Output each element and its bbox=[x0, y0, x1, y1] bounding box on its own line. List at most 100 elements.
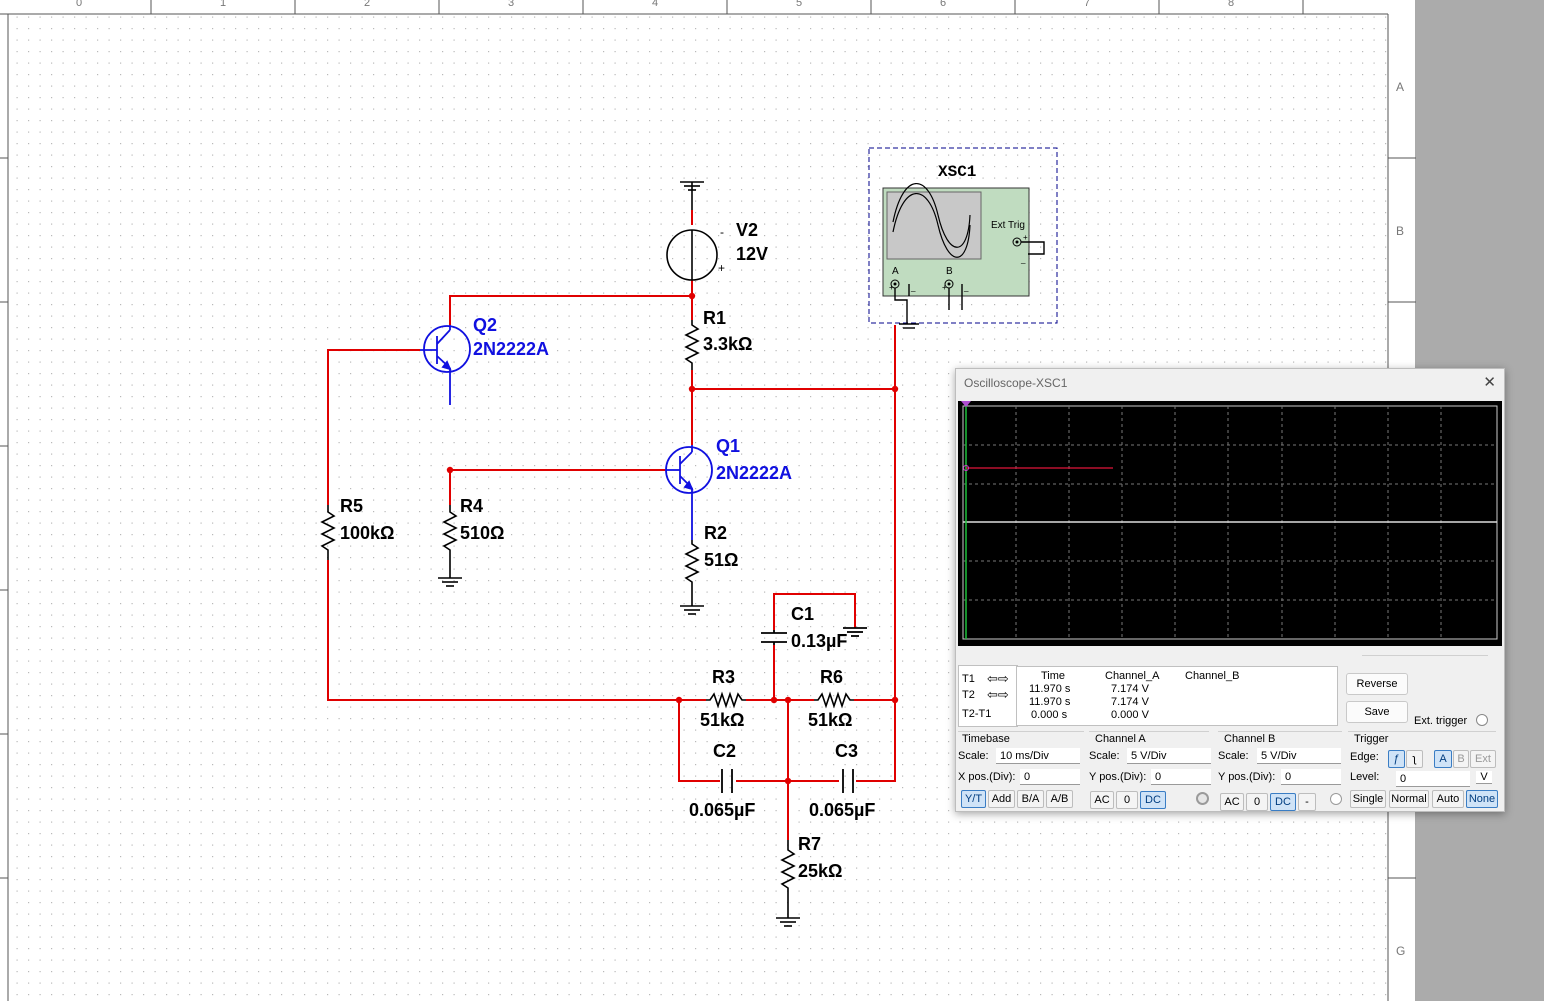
c2-capacitor[interactable] bbox=[721, 769, 733, 793]
channel-a-scale-field[interactable]: 5 V/Div bbox=[1127, 748, 1211, 764]
oscilloscope-screen[interactable] bbox=[958, 401, 1502, 646]
falling-edge-icon[interactable]: ʅ bbox=[1406, 750, 1423, 768]
channel-a-dc-button[interactable]: DC bbox=[1140, 791, 1166, 809]
xsc1-channel-b-label: B bbox=[946, 266, 953, 277]
readout-header-time: Time bbox=[1041, 670, 1066, 682]
readout-diff-channel-a: 0.000 V bbox=[1111, 709, 1149, 721]
t1-arrows-icon[interactable]: ⇦⇨ bbox=[987, 671, 1009, 686]
r3-value: 51kΩ bbox=[700, 710, 744, 730]
c2-ref: C2 bbox=[713, 741, 736, 761]
trigger-source-a-button[interactable]: A bbox=[1434, 750, 1452, 768]
svg-text:+: + bbox=[1023, 233, 1028, 242]
r6-resistor[interactable] bbox=[814, 691, 854, 709]
oscilloscope-titlebar[interactable]: Oscilloscope-XSC1 ✕ bbox=[956, 369, 1504, 395]
channel-a-marker bbox=[963, 465, 969, 471]
q2-transistor[interactable] bbox=[420, 325, 471, 405]
c3-capacitor[interactable] bbox=[842, 769, 854, 793]
ruler-row-g: G bbox=[1396, 944, 1405, 958]
r6-value: 51kΩ bbox=[808, 710, 852, 730]
readout-header-channel-a: Channel_A bbox=[1105, 670, 1160, 682]
timebase-scale-field[interactable]: 10 ms/Div bbox=[996, 748, 1080, 764]
trigger-none-button[interactable]: None bbox=[1466, 790, 1498, 808]
trigger-level-field[interactable]: 0 bbox=[1396, 771, 1470, 787]
channel-b-title: Channel B bbox=[1224, 733, 1276, 745]
channel-a-ypos-field[interactable]: 0 bbox=[1151, 769, 1211, 785]
ext-trigger-terminal-icon[interactable] bbox=[1476, 714, 1488, 726]
v2-source[interactable] bbox=[666, 181, 718, 281]
reverse-button[interactable]: Reverse bbox=[1346, 673, 1408, 695]
save-button[interactable]: Save bbox=[1346, 701, 1408, 723]
r5-ref: R5 bbox=[340, 496, 363, 516]
v2-value: 12V bbox=[736, 244, 768, 264]
v2-ref: V2 bbox=[736, 220, 758, 240]
mode-add-button[interactable]: Add bbox=[988, 790, 1015, 808]
ruler-col-3: 3 bbox=[508, 0, 514, 9]
channel-b-scale-field[interactable]: 5 V/Div bbox=[1257, 748, 1341, 764]
ruler-col-2: 2 bbox=[364, 0, 370, 9]
xsc1-channel-a-label: A bbox=[892, 266, 899, 277]
trigger-title: Trigger bbox=[1354, 733, 1389, 745]
q2-value: 2N2222A bbox=[473, 339, 549, 359]
mode-yt-button[interactable]: Y/T bbox=[961, 790, 986, 808]
readout-table: Time Channel_A Channel_B 11.970 s 7.174 … bbox=[1016, 666, 1338, 726]
mode-ab-button[interactable]: A/B bbox=[1046, 790, 1073, 808]
channel-a-scale-label: Scale: bbox=[1089, 750, 1120, 762]
channel-a-ypos-label: Y pos.(Div): bbox=[1089, 771, 1147, 783]
channel-b-ypos-field[interactable]: 0 bbox=[1281, 769, 1341, 785]
readout-t2-channel-a: 7.174 V bbox=[1111, 696, 1149, 708]
r3-resistor[interactable] bbox=[706, 691, 746, 709]
c3-value: 0.065µF bbox=[809, 800, 875, 820]
r1-resistor[interactable] bbox=[684, 320, 700, 370]
close-icon[interactable]: ✕ bbox=[1483, 374, 1496, 391]
cursor-t2t1-label: T2-T1 bbox=[962, 708, 992, 720]
channel-b-ac-button[interactable]: AC bbox=[1220, 793, 1244, 811]
ruler-col-5: 5 bbox=[796, 0, 802, 9]
r7-resistor[interactable] bbox=[776, 840, 800, 927]
r5-value: 100kΩ bbox=[340, 523, 394, 543]
channel-b-zero-button[interactable]: 0 bbox=[1246, 793, 1268, 811]
svg-text:_: _ bbox=[910, 283, 916, 292]
ruler-col-0: 0 bbox=[76, 0, 82, 9]
channel-a-ac-button[interactable]: AC bbox=[1090, 791, 1114, 809]
r1-value: 3.3kΩ bbox=[703, 334, 752, 354]
ruler-col-4: 4 bbox=[652, 0, 658, 9]
svg-text:_: _ bbox=[1020, 255, 1026, 264]
q1-value: 2N2222A bbox=[716, 463, 792, 483]
t2-arrows-icon[interactable]: ⇦⇨ bbox=[987, 687, 1009, 702]
cursor-t2-label: T2 bbox=[962, 689, 975, 701]
xsc1-instrument[interactable]: +_ +_ +_ bbox=[868, 147, 1058, 329]
channel-b-terminal-icon[interactable] bbox=[1330, 793, 1342, 805]
channel-a-zero-button[interactable]: 0 bbox=[1116, 791, 1138, 809]
channel-a-terminal-icon[interactable] bbox=[1196, 792, 1209, 805]
oscilloscope-window[interactable]: Oscilloscope-XSC1 ✕ T1 ⇦⇨ T2 bbox=[955, 368, 1505, 812]
channel-b-dc-button[interactable]: DC bbox=[1270, 793, 1296, 811]
rising-edge-icon[interactable]: ƒ bbox=[1388, 750, 1405, 768]
ext-trigger-label: Ext. trigger bbox=[1414, 715, 1468, 727]
c1-capacitor[interactable] bbox=[761, 627, 867, 645]
trigger-single-button[interactable]: Single bbox=[1350, 790, 1386, 808]
r2-resistor[interactable] bbox=[680, 540, 704, 615]
r5-resistor[interactable] bbox=[320, 505, 336, 560]
readout-t1-channel-a: 7.174 V bbox=[1111, 683, 1149, 695]
q1-transistor[interactable] bbox=[665, 445, 713, 540]
mode-ba-button[interactable]: B/A bbox=[1017, 790, 1044, 808]
junctions bbox=[446, 292, 899, 785]
channel-b-minus-button[interactable]: - bbox=[1298, 793, 1316, 811]
c2-value: 0.065µF bbox=[689, 800, 755, 820]
r7-value: 25kΩ bbox=[798, 861, 842, 881]
trigger-source-ext-button[interactable]: Ext bbox=[1470, 750, 1496, 768]
readout-t2-time: 11.970 s bbox=[1029, 696, 1071, 708]
cursor-t1-label: T1 bbox=[962, 673, 975, 685]
svg-text:+: + bbox=[942, 283, 947, 292]
trigger-source-b-button[interactable]: B bbox=[1453, 750, 1469, 768]
q1-ref: Q1 bbox=[716, 436, 740, 456]
cursor-panel: T1 ⇦⇨ T2 ⇦⇨ T2-T1 bbox=[958, 665, 1018, 727]
channel-b-scale-label: Scale: bbox=[1218, 750, 1249, 762]
wires[interactable] bbox=[327, 210, 896, 840]
trigger-normal-button[interactable]: Normal bbox=[1389, 790, 1429, 808]
r4-resistor[interactable] bbox=[438, 505, 462, 587]
timebase-xpos-field[interactable]: 0 bbox=[1020, 769, 1080, 785]
trigger-auto-button[interactable]: Auto bbox=[1432, 790, 1464, 808]
ruler-col-6: 6 bbox=[940, 0, 946, 9]
r2-ref: R2 bbox=[704, 523, 727, 543]
